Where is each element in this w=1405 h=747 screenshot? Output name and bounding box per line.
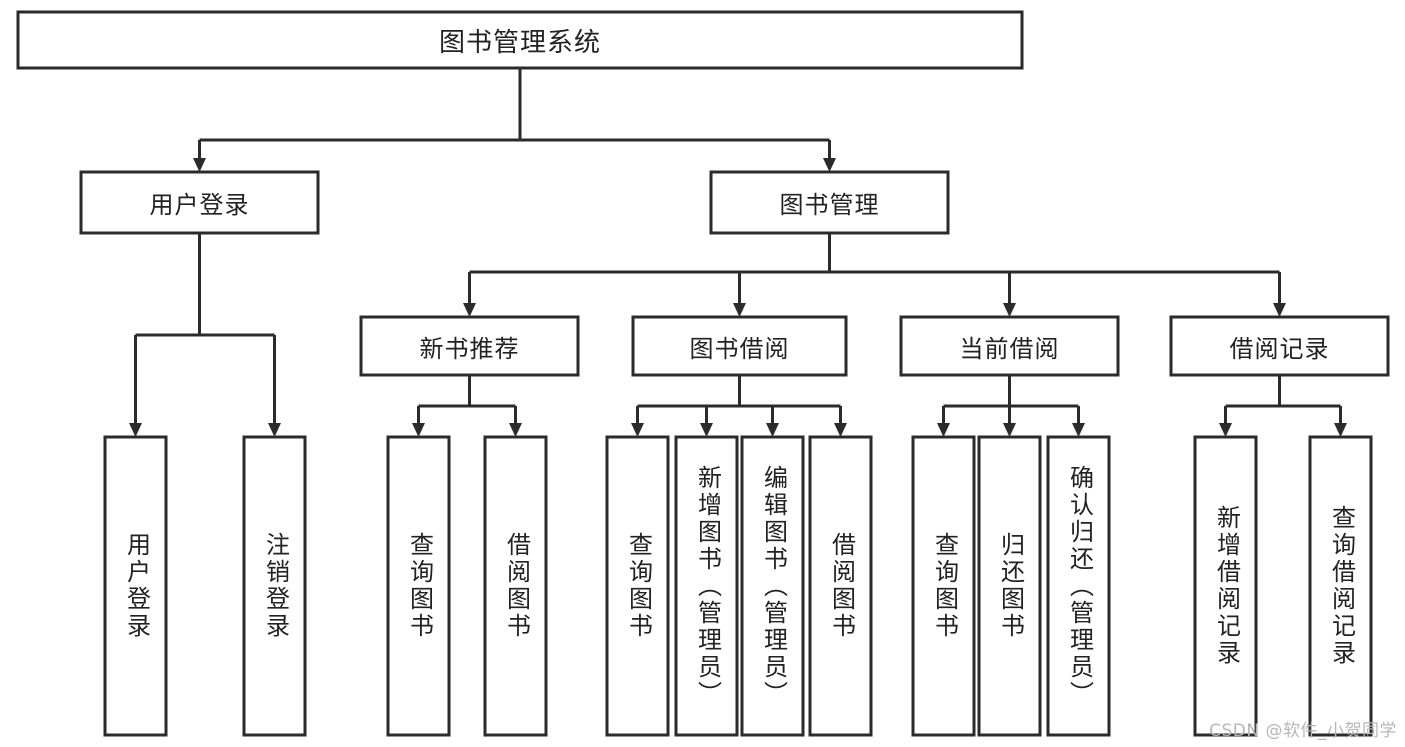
arrow-head-icon bbox=[1219, 423, 1232, 437]
node-box-leaf-borrow-book-1[interactable] bbox=[483, 435, 548, 737]
node-box-new-book-recommend[interactable] bbox=[359, 315, 580, 377]
node-box-leaf-query-book-3[interactable] bbox=[911, 435, 976, 737]
node-box-book-borrow[interactable] bbox=[631, 315, 848, 377]
node-box-root[interactable] bbox=[16, 10, 1024, 70]
node-box-leaf-return-book[interactable] bbox=[977, 435, 1042, 737]
arrow-head-icon bbox=[129, 423, 142, 437]
node-box-leaf-query-book-2[interactable] bbox=[605, 435, 670, 737]
node-box-borrow-record[interactable] bbox=[1169, 315, 1390, 377]
node-box-leaf-add-borrow-record[interactable] bbox=[1193, 435, 1258, 737]
edge-group-new-book-recommend bbox=[412, 375, 522, 437]
arrow-head-icon bbox=[1334, 423, 1347, 437]
node-box-leaf-user-login[interactable] bbox=[103, 435, 168, 737]
arrow-head-icon bbox=[834, 423, 847, 437]
arrow-head-icon bbox=[766, 423, 779, 437]
arrow-head-icon bbox=[631, 423, 644, 437]
arrow-head-icon bbox=[509, 423, 522, 437]
edge-group-book-manage bbox=[463, 233, 1286, 317]
node-box-leaf-edit-book-admin[interactable] bbox=[740, 435, 805, 737]
arrow-head-icon bbox=[463, 303, 476, 317]
edge-group-book-borrow bbox=[631, 375, 847, 437]
arrow-head-icon bbox=[1003, 423, 1016, 437]
node-box-leaf-query-book-1[interactable] bbox=[386, 435, 451, 737]
arrow-head-icon bbox=[1003, 303, 1016, 317]
edge-group-current-borrow bbox=[937, 375, 1085, 437]
node-box-leaf-confirm-return-admin[interactable] bbox=[1046, 435, 1111, 737]
node-box-leaf-add-book-admin[interactable] bbox=[674, 435, 739, 737]
node-box-book-manage[interactable] bbox=[709, 170, 950, 235]
node-box-user-login[interactable] bbox=[79, 170, 320, 235]
arrow-head-icon bbox=[268, 423, 281, 437]
edge-group-root bbox=[193, 68, 836, 172]
node-box-current-borrow[interactable] bbox=[899, 315, 1120, 377]
edge-group-borrow-record bbox=[1219, 375, 1347, 437]
node-box-leaf-borrow-book-2[interactable] bbox=[808, 435, 873, 737]
edge-group-user-login bbox=[129, 233, 281, 437]
arrow-head-icon bbox=[1072, 423, 1085, 437]
arrow-head-icon bbox=[1273, 303, 1286, 317]
arrow-head-icon bbox=[937, 423, 950, 437]
node-box-leaf-query-borrow-record[interactable] bbox=[1308, 435, 1373, 737]
arrow-head-icon bbox=[193, 158, 206, 172]
node-box-leaf-user-logout[interactable] bbox=[242, 435, 307, 737]
arrow-head-icon bbox=[733, 303, 746, 317]
arrow-head-icon bbox=[823, 158, 836, 172]
arrow-head-icon bbox=[412, 423, 425, 437]
arrow-head-icon bbox=[700, 423, 713, 437]
